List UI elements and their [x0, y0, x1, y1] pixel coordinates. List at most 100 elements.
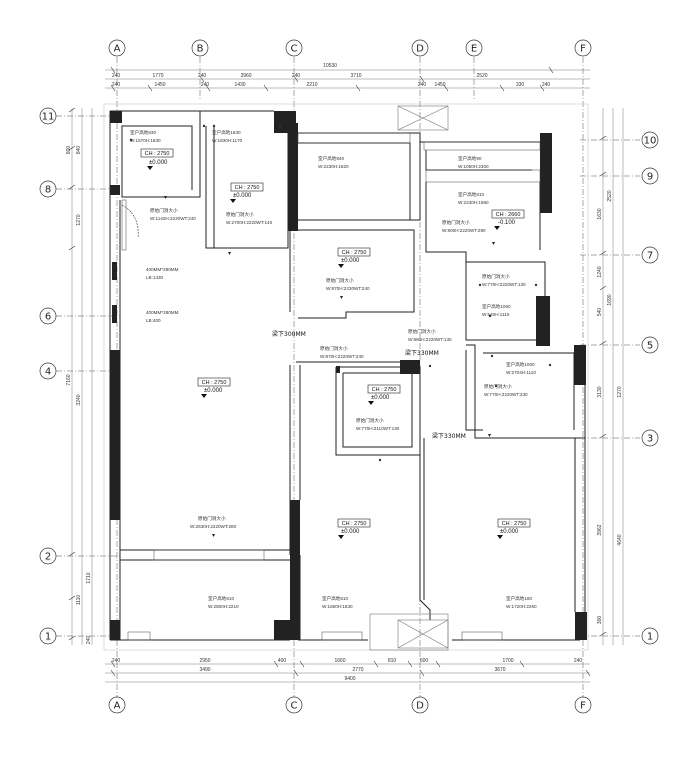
dim-bot-r1-6: 1700 [502, 658, 513, 664]
ceiling-tag-7: CH : 2750 ±0.000 [497, 518, 531, 539]
room-label: 室户高地1000 [506, 361, 535, 368]
dim-top-r2-5: 240 [418, 82, 427, 88]
dim-left-4: 7160 [66, 374, 72, 385]
ceiling-tag-3: CH : 2750 ±0.000 [337, 247, 371, 268]
svg-text:7: 7 [647, 251, 653, 262]
dim-bot-r2-2: 3670 [494, 667, 505, 673]
grid-bubble-10-right: 10 [641, 131, 659, 149]
dim-bot-r1-2: 400 [278, 658, 287, 664]
svg-text:11: 11 [42, 112, 55, 123]
dim-right-6: 1270 [617, 386, 623, 397]
balcony-top [397, 105, 449, 131]
svg-text:3: 3 [647, 434, 653, 445]
dim-bot-r1-3: 1660 [334, 658, 345, 664]
svg-text:1: 1 [647, 632, 653, 643]
room-label: W:2800H:2210 [208, 604, 239, 609]
dim-top-r1-5: 3710 [350, 73, 361, 79]
room-label: W:900H:2220WT:290 [442, 228, 486, 233]
grid-bubble-6-left: 6 [39, 307, 57, 325]
svg-text:±0.000: ±0.000 [341, 258, 360, 264]
svg-text:1: 1 [45, 632, 51, 643]
grid-bubbles-right: 10 9 7 5 3 1 [641, 131, 659, 645]
svg-text:6: 6 [45, 312, 51, 323]
room-label: W:1860H:1830 [322, 604, 353, 609]
dim-top-r1-4: 240 [292, 73, 301, 79]
room-label: W:2230H:1960 [458, 200, 489, 205]
room-label: W:540H:1110 [482, 312, 510, 317]
dim-right-7: 3962 [597, 524, 603, 535]
room-label: W:770H:2220WT:130 [482, 282, 526, 287]
grid-bubbles-top: A B C D E F [108, 39, 592, 57]
dim-top-r2-7: 330 [516, 82, 525, 88]
svg-text:A: A [114, 701, 121, 712]
dim-right-9: 300 [597, 616, 603, 625]
dim-left-2: 1270 [76, 214, 82, 225]
grid-bubble-7-right: 7 [641, 246, 659, 264]
dim-top-total: 10530 [323, 63, 337, 69]
grid-bubble-2-left: 2 [39, 547, 57, 565]
room-label: LB:1430 [146, 275, 164, 280]
grid-bubble-b-top: B [191, 39, 209, 57]
ceiling-tag-2: CH : 2750 ±0.000 [230, 182, 264, 203]
room-label: W:1050H:2300 [458, 164, 489, 169]
room-label: 室户高地810 [208, 595, 234, 602]
svg-text:±0.000: ±0.000 [341, 529, 360, 535]
svg-text:CH : 2750: CH : 2750 [502, 521, 527, 527]
room-label: 400MM*280MM [146, 310, 179, 315]
walls [109, 110, 586, 641]
room-label: 原始门洞大小 [198, 515, 226, 522]
room-label: W:880H:2220WT:130 [408, 337, 452, 342]
dim-right-4: 1690 [607, 294, 613, 305]
svg-text:9: 9 [647, 172, 653, 183]
svg-text:F: F [580, 44, 586, 55]
room-label: W:1140H:2220WT:240 [150, 216, 196, 221]
dimension-text-top: 10530 240 1770 240 3960 240 3710 2520 24… [112, 63, 551, 88]
dim-left-3: 3240 [76, 394, 82, 405]
grid-bubble-f-bottom: F [574, 696, 592, 714]
room-label: 原始门洞大小 [326, 277, 354, 284]
dim-top-r1-1: 1770 [152, 73, 163, 79]
room-label: W:2630H:2220WT:280 [190, 524, 237, 529]
room-label: 室户高地1830 [212, 129, 241, 136]
dim-right-3: 540 [597, 308, 603, 317]
svg-text:CH : 2750: CH : 2750 [202, 380, 227, 386]
dimension-text-left: 800 840 1270 3240 7160 1710 1110 240 [66, 146, 92, 645]
svg-text:±0.000: ±0.000 [233, 193, 252, 199]
room-labels: 室户高地830 W:1570H:1830 室户高地1830 W:1830H:11… [130, 129, 537, 609]
room-label: W:870H:2220WT:240 [320, 354, 364, 359]
dim-bot-r2-0: 3490 [199, 667, 210, 673]
room-label: W:870H:2230WT:240 [326, 286, 370, 291]
dim-left-6: 1110 [76, 595, 82, 606]
room-label: W:2230H:1820 [318, 164, 349, 169]
columns [110, 111, 587, 640]
svg-text:8: 8 [45, 185, 51, 196]
svg-text:C: C [291, 44, 298, 55]
grid-bubble-a-bottom: A [108, 696, 126, 714]
room-label: 室户高地180 [506, 595, 532, 602]
svg-text:4: 4 [45, 367, 51, 378]
grid-bubble-4-left: 4 [39, 362, 57, 380]
svg-text:F: F [580, 701, 586, 712]
room-label: 室户高地810 [458, 191, 484, 198]
dim-top-r1-2: 240 [198, 73, 207, 79]
dim-bot-r2-1: 2770 [352, 667, 363, 673]
ceiling-tag-4: CH : 2750 ±0.000 [197, 377, 231, 398]
dim-top-r2-8: 240 [542, 82, 551, 88]
dim-left-0: 800 [66, 146, 72, 155]
svg-text:CH : 2750: CH : 2750 [372, 387, 397, 393]
room-label: 原始门洞大小 [442, 219, 470, 226]
room-label: 原始门洞大小 [150, 207, 178, 214]
door-swing [121, 204, 139, 239]
room-label: W:770H:2110WT:130 [356, 426, 400, 431]
grid-bubble-11-left: 11 [39, 107, 57, 125]
svg-text:±0.000: ±0.000 [149, 160, 168, 166]
svg-text:±0.000: ±0.000 [500, 529, 519, 535]
room-label: 原始门洞大小 [484, 383, 512, 390]
dim-bot-r1-4: 810 [388, 658, 397, 664]
grid-bubble-8-left: 8 [39, 180, 57, 198]
room-label: 室户高地810 [322, 595, 348, 602]
dim-top-r2-1: 1450 [154, 82, 165, 88]
room-label: W:1570H:1830 [130, 138, 161, 143]
dim-right-2: 1240 [597, 266, 603, 277]
